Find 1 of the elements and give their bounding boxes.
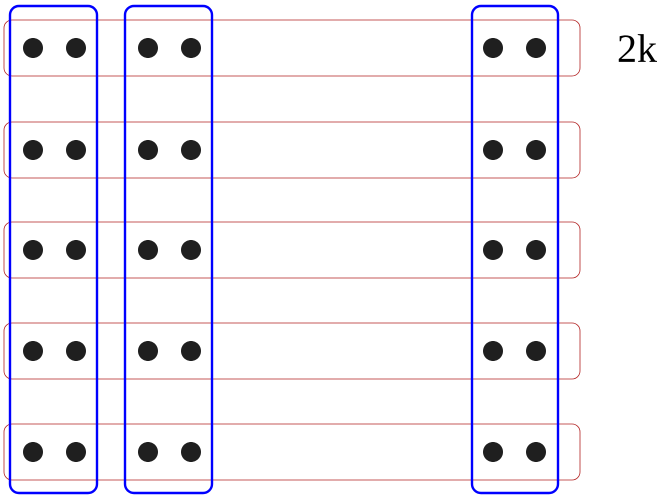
label: 2k bbox=[618, 34, 657, 62]
